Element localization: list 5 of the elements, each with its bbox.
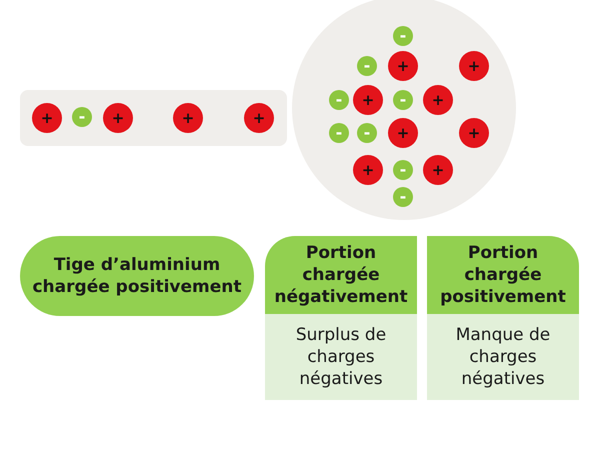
description-panel: Manque de charges négatives [427,314,579,400]
heading-band: Portion chargée négativement [265,236,417,314]
heading-band: Portion chargée positivement [427,236,579,314]
description-panel: Surplus de charges négatives [265,314,417,400]
heading-band: Tige d’aluminium chargée positivement [20,236,254,316]
